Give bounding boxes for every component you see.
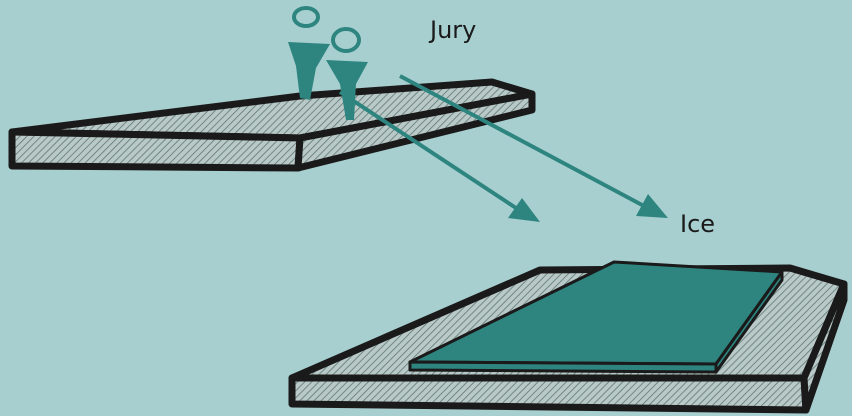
upper-platform-front [12,132,300,168]
lower-platform-front [292,378,806,410]
jury-label: Jury [430,18,476,42]
ice-slab-edge [410,362,716,372]
person-left-icon [288,8,330,100]
upper-platform [12,82,532,168]
ice-label: Ice [680,212,715,236]
